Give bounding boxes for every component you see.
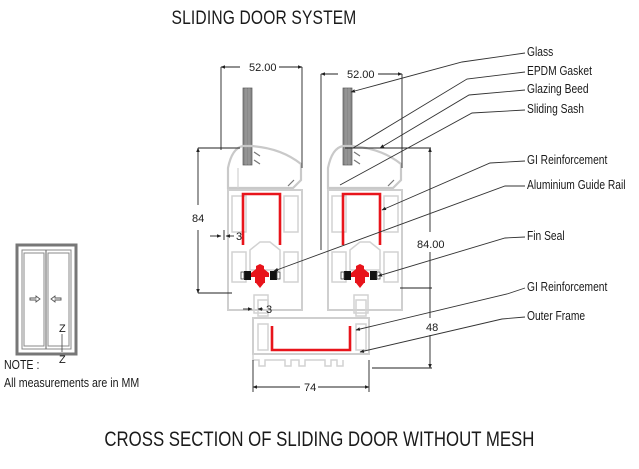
- dim-left-height: 84: [192, 213, 204, 225]
- page-title: SLIDING DOOR SYSTEM: [171, 8, 357, 29]
- left-glass: [242, 87, 253, 166]
- dim-frame-width: 74: [304, 382, 316, 394]
- note-label: NOTE :: [4, 358, 40, 372]
- right-sash: [326, 87, 403, 314]
- door-elevation-icon: Z Z: [15, 243, 78, 366]
- dimension-lines: [196, 65, 432, 392]
- callout-glass: Glass: [527, 45, 554, 59]
- section-mark-top: Z: [59, 323, 66, 335]
- dim-right-sash-width: 52.00: [347, 69, 375, 81]
- callout-glazing-beed: Glazing Beed: [527, 82, 589, 96]
- dim-frame-height: 48: [426, 322, 438, 334]
- callout-outer-frame: Outer Frame: [527, 309, 586, 323]
- callout-fin-seal: Fin Seal: [527, 229, 565, 243]
- left-arrow-icon: [50, 295, 62, 303]
- dim-frame-wall-gap: 3: [266, 304, 272, 316]
- callout-aluminium-guide-rail: Aluminium Guide Rail: [527, 178, 626, 192]
- section-mark-bottom: Z: [59, 354, 66, 366]
- leader-lines: [273, 52, 526, 353]
- callout-gi-reinforcement-sash: GI Reinforcement: [527, 153, 608, 167]
- right-glass: [342, 87, 353, 166]
- left-gi-reinforcement: [241, 192, 282, 245]
- dim-right-height: 84.00: [417, 239, 445, 251]
- dim-sash-wall-gap: 3: [236, 231, 242, 243]
- right-arrow-icon: [29, 295, 41, 303]
- left-sash: [226, 87, 303, 314]
- outer-frame: [252, 299, 370, 367]
- note-text: All measurements are in MM: [4, 376, 140, 390]
- callout-epdm-gasket: EPDM Gasket: [527, 64, 592, 78]
- callout-sliding-sash: Sliding Sash: [527, 102, 584, 116]
- right-gi-reinforcement: [341, 192, 382, 245]
- dim-left-sash-width: 52.00: [249, 62, 277, 74]
- frame-gi-reinforcement: [270, 326, 352, 352]
- callout-gi-reinforcement-frame: GI Reinforcement: [527, 280, 608, 294]
- drawing-caption: CROSS SECTION OF SLIDING DOOR WITHOUT ME…: [104, 428, 535, 451]
